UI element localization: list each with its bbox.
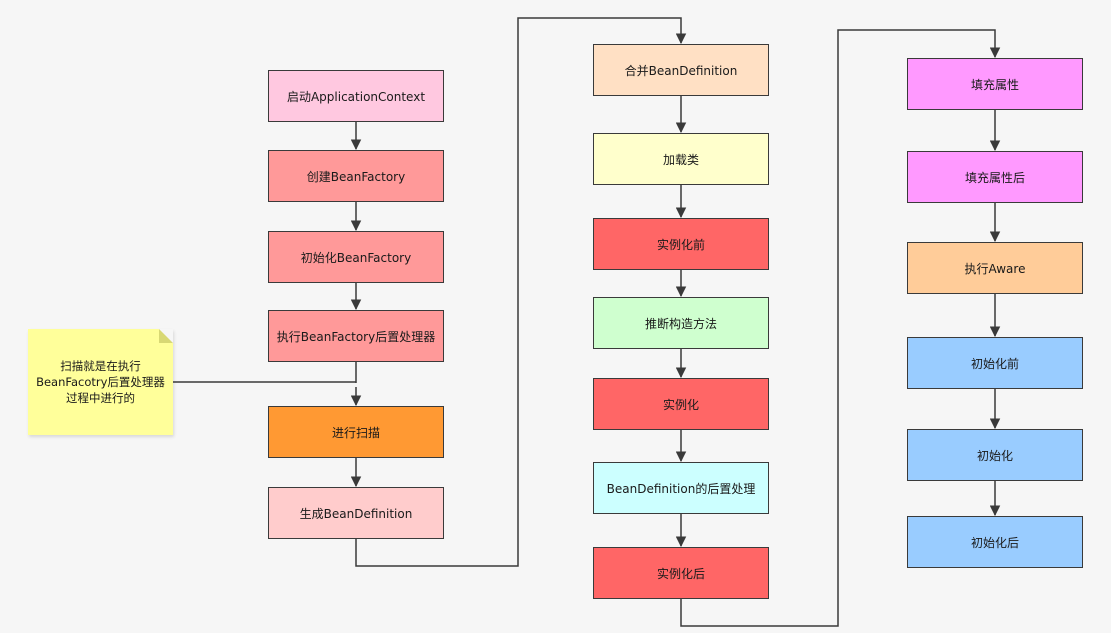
step-load-class[interactable]: 加载类 <box>593 133 769 185</box>
step-after-instantiation[interactable]: 实例化后 <box>593 547 769 599</box>
step-before-instantiation[interactable]: 实例化前 <box>593 218 769 270</box>
note-line-1: 扫描就是在执行 <box>60 359 141 373</box>
note-fold-corner <box>159 329 173 343</box>
step-merge-bean-definition[interactable]: 合并BeanDefinition <box>593 44 769 96</box>
step-populate-properties[interactable]: 填充属性 <box>907 58 1083 110</box>
step-init-bean-factory[interactable]: 初始化BeanFactory <box>268 231 444 283</box>
step-generate-bean-definition[interactable]: 生成BeanDefinition <box>268 487 444 539</box>
step-invoke-aware[interactable]: 执行Aware <box>907 242 1083 294</box>
step-instantiation[interactable]: 实例化 <box>593 378 769 430</box>
note-text: 扫描就是在执行 BeanFacotry后置处理器 过程中进行的 <box>36 358 165 406</box>
step-create-bean-factory[interactable]: 创建BeanFactory <box>268 150 444 202</box>
note-line-3: 过程中进行的 <box>66 391 135 405</box>
step-initialization[interactable]: 初始化 <box>907 429 1083 481</box>
step-start-application-context[interactable]: 启动ApplicationContext <box>268 70 444 122</box>
note-line-2: BeanFacotry后置处理器 <box>36 375 165 389</box>
step-scan[interactable]: 进行扫描 <box>268 406 444 458</box>
step-after-populate-properties[interactable]: 填充属性后 <box>907 151 1083 203</box>
step-infer-constructor[interactable]: 推断构造方法 <box>593 297 769 349</box>
step-before-initialization[interactable]: 初始化前 <box>907 337 1083 389</box>
arrow-c1-to-c2 <box>355 17 687 567</box>
step-bean-factory-post-processor[interactable]: 执行BeanFactory后置处理器 <box>268 310 444 362</box>
step-after-initialization[interactable]: 初始化后 <box>907 516 1083 568</box>
scan-note[interactable]: 扫描就是在执行 BeanFacotry后置处理器 过程中进行的 <box>28 329 173 435</box>
step-bean-definition-post-process[interactable]: BeanDefinition的后置处理 <box>593 462 769 514</box>
arrow-c2-to-c3 <box>680 29 1001 627</box>
